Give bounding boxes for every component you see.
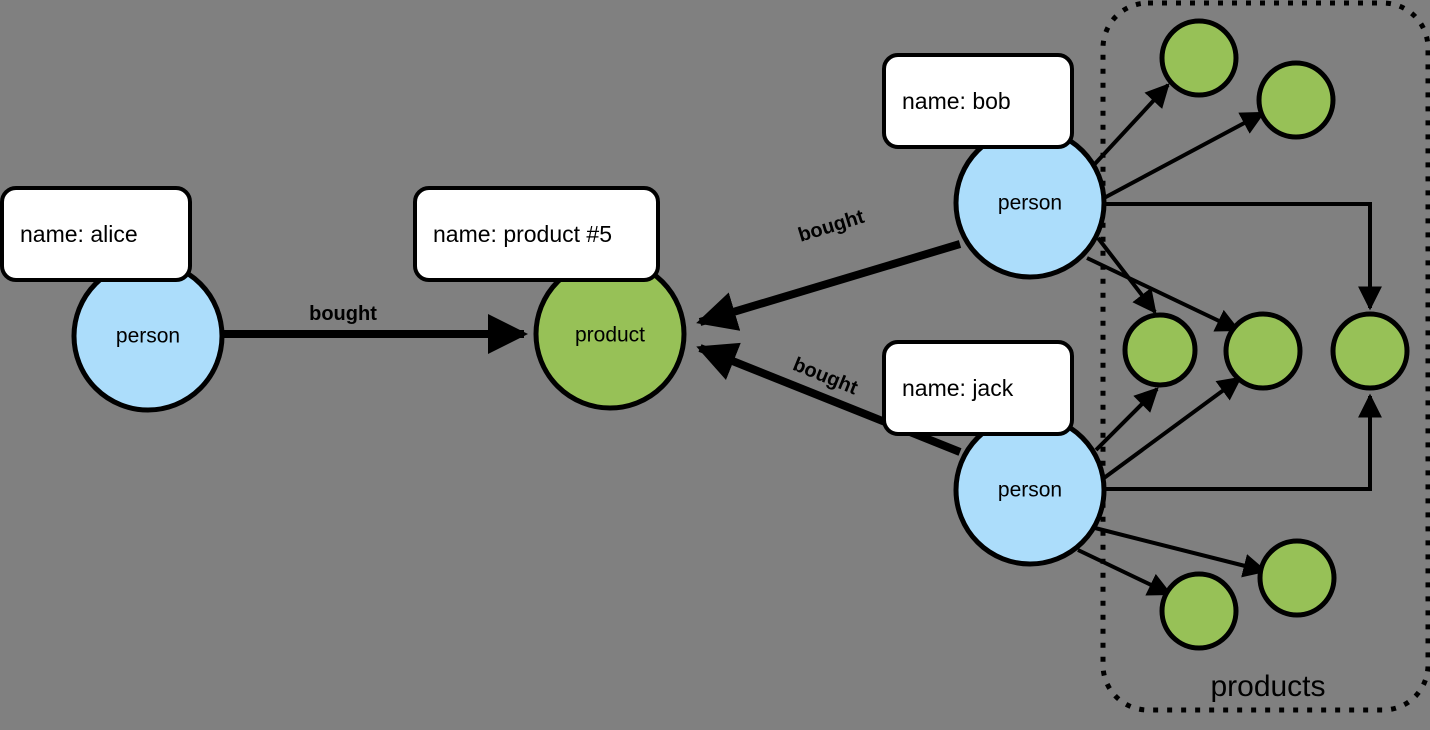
edge-bob-to-product-4 (1086, 256, 1241, 332)
products-group-label: products (1210, 670, 1325, 703)
edge-label-alice-bought: bought (309, 303, 377, 325)
edge-jack-to-product-4 (1102, 376, 1242, 480)
callout-bob (882, 53, 1074, 149)
product-node-6[interactable] (1159, 571, 1239, 651)
edge-bob-to-product-1 (1090, 83, 1170, 169)
edge-jack-to-product-6 (1077, 548, 1173, 596)
edge-bob-to-product-5 (1104, 202, 1382, 311)
callout-alice (0, 186, 192, 282)
product-node-3[interactable] (1122, 312, 1198, 388)
callout-alice-label: name: alice (20, 221, 138, 247)
node-label-bob: person (998, 192, 1062, 215)
callout-product (413, 186, 660, 282)
product-node-4[interactable] (1223, 311, 1303, 391)
edge-jack-to-product-3 (1094, 387, 1159, 452)
edge-label-jack-bought: bought (790, 354, 861, 400)
node-label-alice: person (116, 325, 180, 348)
node-label-product-main: product (575, 324, 645, 347)
product-node-1[interactable] (1159, 18, 1239, 98)
product-node-5[interactable] (1330, 311, 1410, 391)
edge-bob-to-product-2 (1103, 111, 1266, 200)
node-label-jack: person (998, 479, 1062, 502)
product-node-7[interactable] (1257, 538, 1337, 618)
products-group-boundary (1100, 0, 1430, 713)
edge-label-bob-bought: bought (796, 206, 868, 247)
product-node-2[interactable] (1256, 60, 1336, 140)
callout-bob-label: name: bob (902, 88, 1011, 114)
callout-jack-label: name: jack (902, 375, 1014, 401)
edge-jack-to-product-5 (1104, 393, 1382, 491)
edge-bob-bought-product (696, 240, 962, 331)
callout-product-label: name: product #5 (433, 221, 612, 247)
edge-jack-to-product-7 (1094, 526, 1268, 578)
callout-jack (882, 340, 1074, 436)
